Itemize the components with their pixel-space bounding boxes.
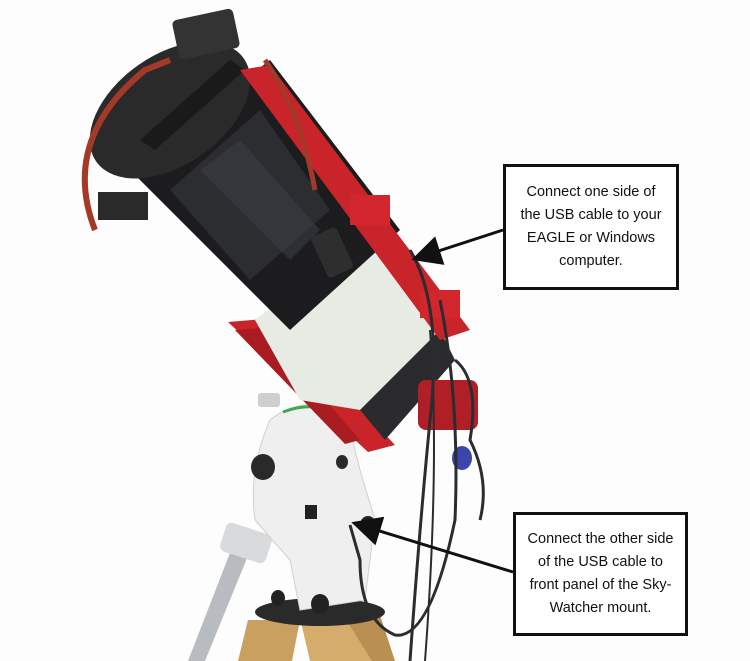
- equatorial-mount: [251, 393, 376, 614]
- braided-handle: [81, 57, 172, 232]
- counterweight-shaft: [188, 522, 272, 661]
- callout-computer-connection: Connect one side of the USB cable to you…: [503, 164, 679, 290]
- callout-1-text: Connect one side of the USB cable to you…: [520, 184, 662, 269]
- tripod: [238, 598, 395, 661]
- callout-2-text: Connect the other side of the USB cable …: [527, 531, 674, 616]
- cables: [348, 249, 485, 661]
- callout-mount-connection: Connect the other side of the USB cable …: [513, 512, 688, 636]
